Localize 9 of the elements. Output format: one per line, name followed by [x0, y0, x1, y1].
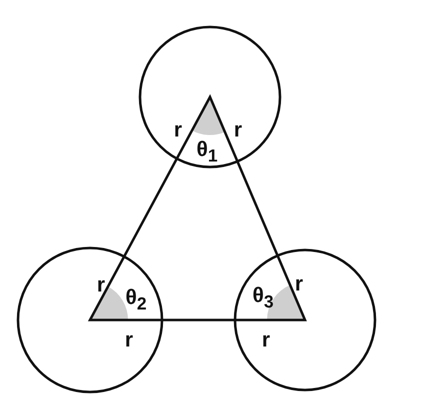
radius-label: r: [96, 274, 106, 296]
angle-label: θ$_{3}$: [252, 285, 274, 311]
angle-label: θ$_{2}$: [125, 287, 147, 313]
angle-label: θ$_{1}$: [196, 139, 218, 165]
radius-label: r: [124, 330, 134, 350]
radius-label: r: [234, 120, 242, 140]
radius-label: r: [262, 330, 270, 350]
radius-label: r: [294, 274, 304, 294]
radius-label: r: [174, 120, 182, 140]
